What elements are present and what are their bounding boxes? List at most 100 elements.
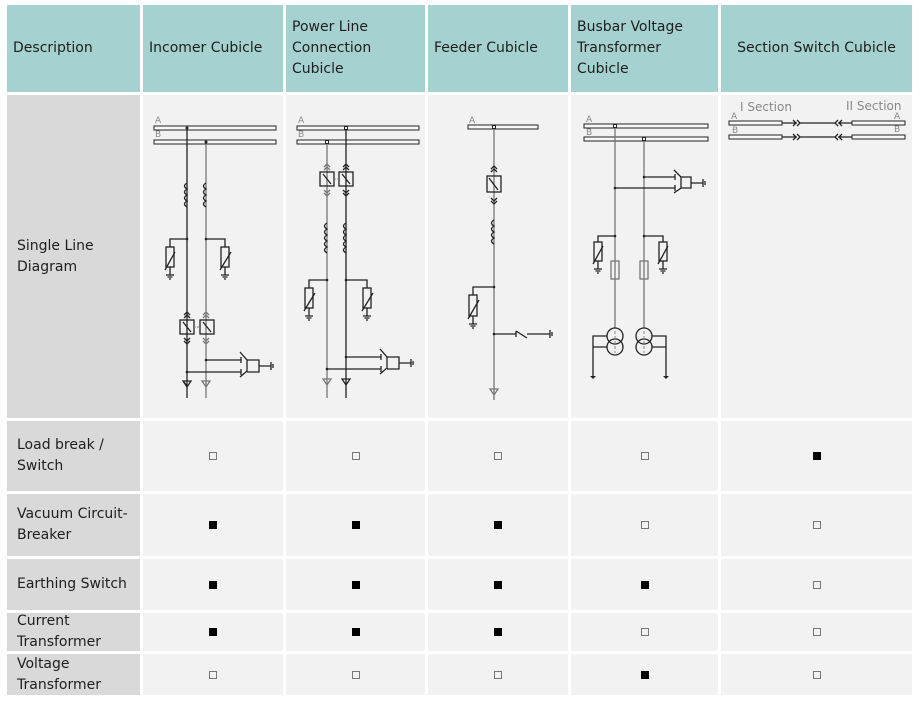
availability-marker <box>494 628 502 636</box>
cell-earthing-section <box>721 559 912 610</box>
row-label-load-break-switch: Load break / Switch <box>7 421 140 491</box>
row-label: Current Transformer <box>17 613 102 650</box>
busbar-b-label: B <box>155 130 161 140</box>
availability-marker <box>351 580 360 589</box>
diagram-busbar-vt: A B <box>571 95 718 418</box>
availability-marker <box>209 521 217 529</box>
header-label: Power Line Connection Cubicle <box>292 19 372 77</box>
availability-marker <box>209 670 217 679</box>
cell-vcb-incomer <box>143 494 283 556</box>
header-label: Incomer Cubicle <box>149 40 263 56</box>
header-label: Feeder Cubicle <box>434 40 538 56</box>
surge-arrester-icon <box>467 285 496 329</box>
node <box>204 140 208 144</box>
availability-marker <box>812 670 821 679</box>
diagram-incomer: A B <box>143 95 283 418</box>
busbar-a-label: A <box>155 116 162 126</box>
cell-load-break-busbar-vt <box>571 421 718 491</box>
busbar-a <box>583 123 709 129</box>
availability-marker <box>351 628 360 636</box>
cable-end-icon <box>181 380 212 389</box>
incomer-single-line-diagram: A B <box>153 116 277 398</box>
earthing-switch-icon <box>185 351 274 378</box>
availability-marker <box>351 521 360 529</box>
cell-ct-feeder <box>428 613 568 651</box>
cell-vt-busbar-vt <box>571 654 718 695</box>
row-label: Load break / Switch <box>17 437 104 474</box>
availability-marker <box>640 670 649 679</box>
availability-marker <box>209 580 217 589</box>
cell-load-break-power-line <box>286 421 425 491</box>
section-coupling-icon <box>782 119 852 141</box>
row-label: Earthing Switch <box>17 576 127 592</box>
availability-marker <box>640 628 649 636</box>
earthing-switch-icon <box>325 348 414 375</box>
cell-load-break-incomer <box>143 421 283 491</box>
busbar-a-label: A <box>298 116 305 126</box>
availability-marker <box>494 580 502 589</box>
row-label: Single Line Diagram <box>17 237 94 275</box>
availability-marker <box>351 670 360 679</box>
diagram-feeder: A <box>428 95 568 418</box>
busbar-b <box>153 139 277 145</box>
cell-ct-section <box>721 613 912 651</box>
cell-ct-busbar-vt <box>571 613 718 651</box>
availability-marker <box>351 452 360 460</box>
row-label: Voltage Transformer <box>17 655 102 693</box>
cell-earthing-power-line <box>286 559 425 610</box>
busbar-a <box>467 124 539 130</box>
row-label-voltage-transformer: Voltage Transformer <box>7 654 140 695</box>
row-label-vacuum-circuit-breaker: Vacuum Circuit-Breaker <box>7 494 140 556</box>
cell-vt-section <box>721 654 912 695</box>
availability-marker <box>640 452 649 460</box>
circuit-breaker-icon <box>319 163 354 197</box>
availability-marker <box>640 580 649 589</box>
cable-end-icon <box>488 388 500 397</box>
busbar-b-label: B <box>586 128 592 138</box>
busbar-b-label: B <box>732 126 738 136</box>
header-label: Busbar Voltage Transformer Cubicle <box>577 19 683 77</box>
row-label-earthing-switch: Earthing Switch <box>7 559 140 610</box>
availability-marker <box>640 521 649 529</box>
busbar-a <box>296 125 420 131</box>
cell-vcb-busbar-vt <box>571 494 718 556</box>
busbar-b <box>296 139 420 145</box>
section-left-label: I Section <box>740 100 792 114</box>
header-incomer-cubicle: Incomer Cubicle <box>143 5 283 92</box>
header-feeder-cubicle: Feeder Cubicle <box>428 5 568 92</box>
busbar-b-right <box>851 134 906 140</box>
cell-vt-feeder <box>428 654 568 695</box>
cell-vcb-feeder <box>428 494 568 556</box>
section-right-label: II Section <box>846 99 901 113</box>
header-description-label: Description <box>13 40 93 56</box>
surge-arrester-icon <box>164 237 232 280</box>
current-transformer-icon <box>323 222 348 254</box>
row-label-single-line-diagram: Single Line Diagram <box>7 95 140 418</box>
cell-load-break-feeder <box>428 421 568 491</box>
cell-earthing-busbar-vt <box>571 559 718 610</box>
busbar-b-left <box>728 134 783 140</box>
cell-ct-power-line <box>286 613 425 651</box>
cell-vt-power-line <box>286 654 425 695</box>
header-power-line-connection-cubicle: Power Line Connection Cubicle <box>286 5 425 92</box>
header-busbar-vt-cubicle: Busbar Voltage Transformer Cubicle <box>571 5 718 92</box>
surge-arrester-icon <box>592 234 669 274</box>
availability-marker <box>812 628 821 636</box>
current-transformer-icon <box>490 219 496 245</box>
busbar-a-label: A <box>894 112 901 122</box>
availability-marker <box>812 521 821 529</box>
availability-marker <box>209 452 217 460</box>
availability-marker <box>812 580 821 589</box>
diagram-section-switch: I Section II Section A A B B <box>721 95 912 418</box>
busbar-a-label: A <box>586 115 593 125</box>
header-section-switch-cubicle: Section Switch Cubicle <box>721 5 912 92</box>
node <box>185 126 189 130</box>
cell-vcb-power-line <box>286 494 425 556</box>
cell-earthing-feeder <box>428 559 568 610</box>
header-label: Section Switch Cubicle <box>737 40 896 56</box>
availability-marker <box>494 521 502 529</box>
circuit-breaker-icon <box>486 165 502 205</box>
busbar-b-label: B <box>894 125 900 135</box>
surge-arrester-icon <box>303 278 374 321</box>
voltage-transformer-icon <box>590 327 669 379</box>
